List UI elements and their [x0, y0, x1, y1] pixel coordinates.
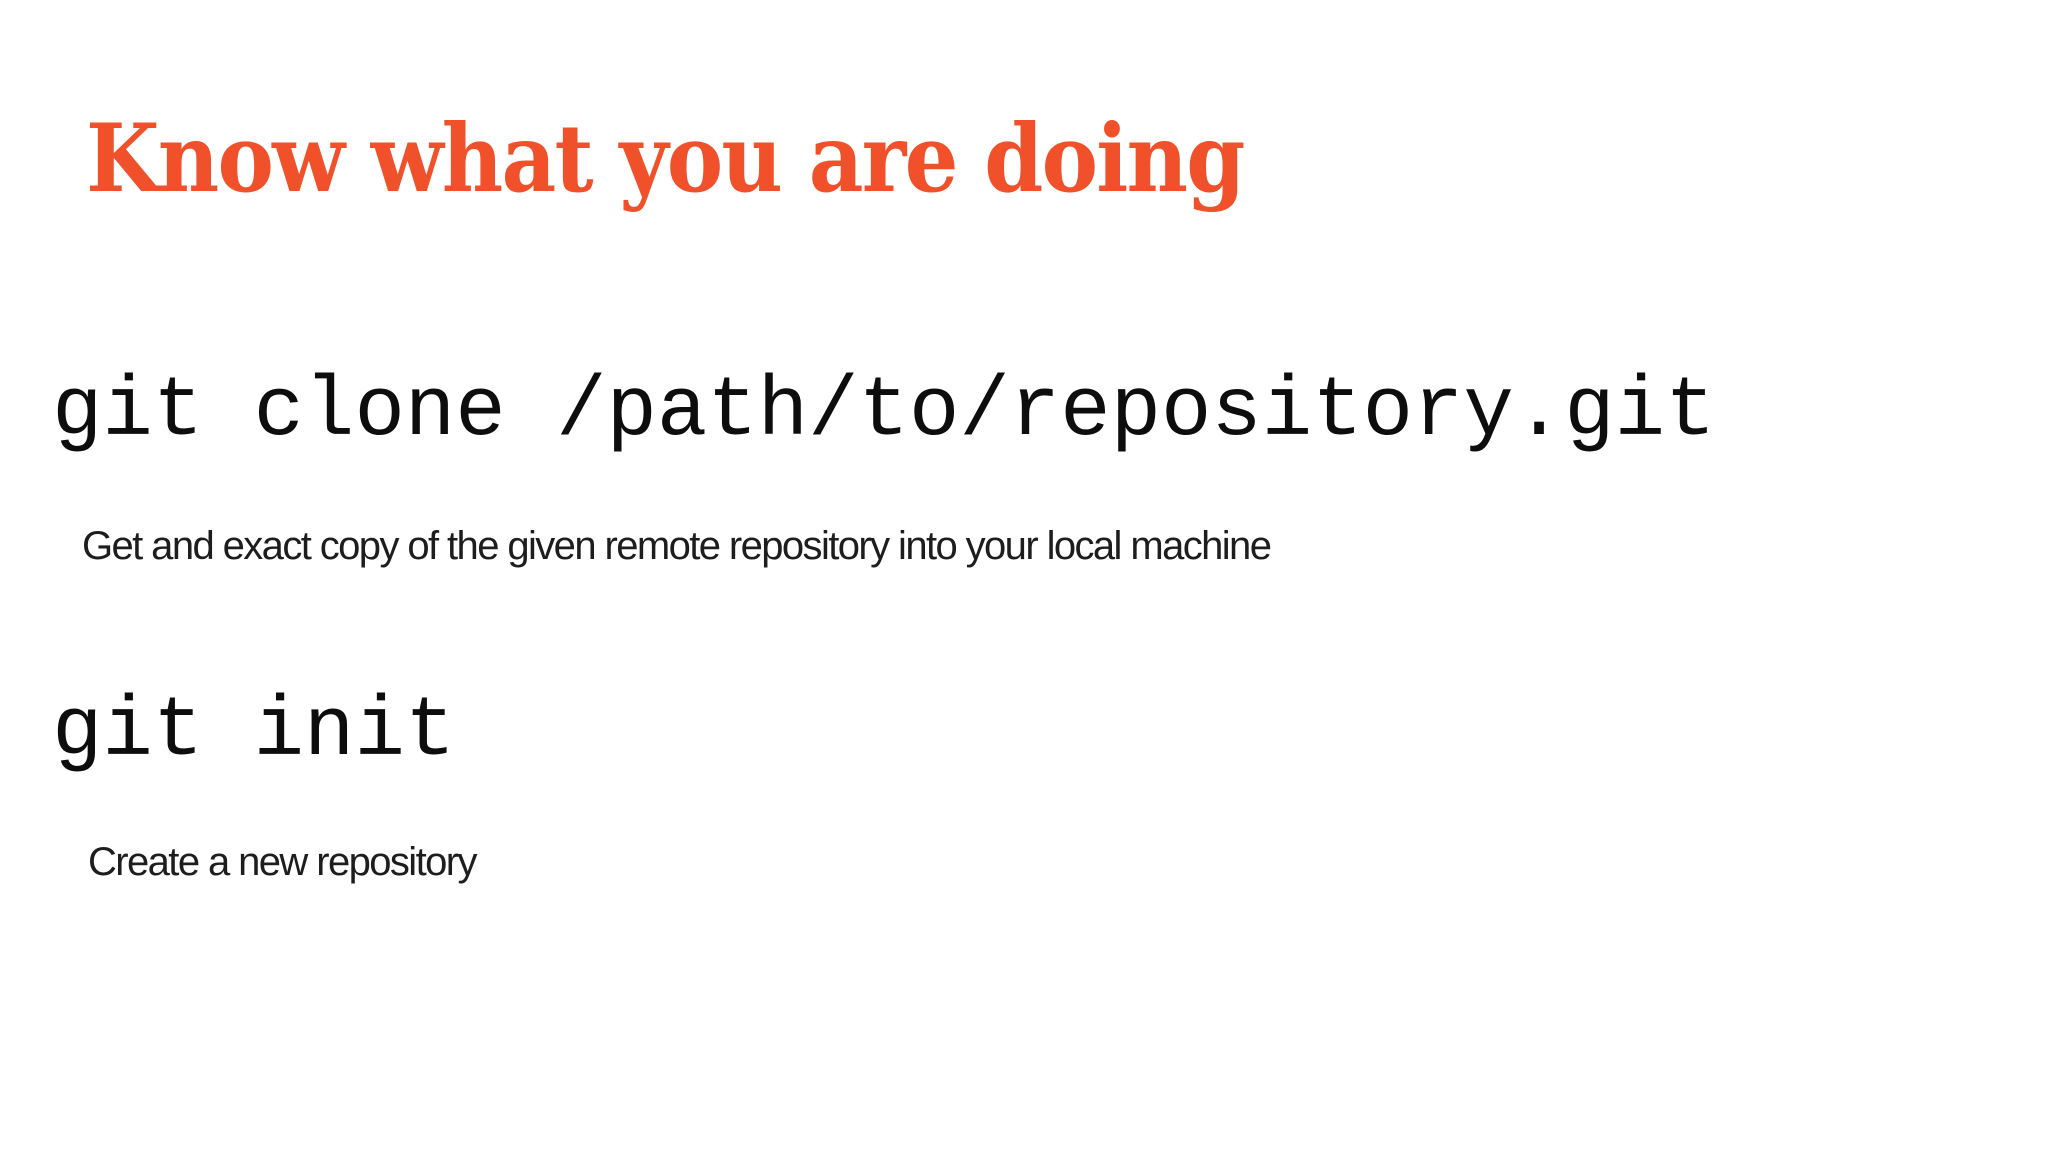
git-init-description: Create a new repository: [88, 840, 477, 884]
slide-title: Know what you are doing: [86, 104, 1245, 214]
git-clone-description: Get and exact copy of the given remote r…: [82, 524, 1272, 568]
git-init-command: git init: [52, 685, 456, 780]
git-clone-command: git clone /path/to/repository.git: [52, 365, 1716, 460]
